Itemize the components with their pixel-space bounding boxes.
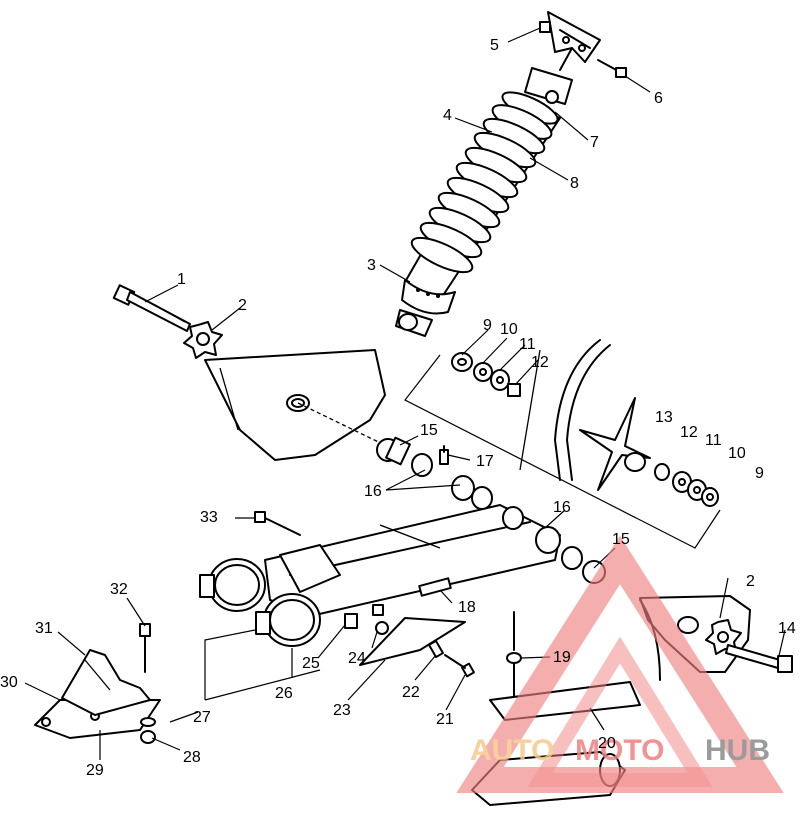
clip-24 bbox=[372, 604, 389, 635]
callout-13: 13 bbox=[655, 409, 673, 426]
callout-15-lower: 15 bbox=[612, 531, 630, 548]
callout-16-left: 16 bbox=[364, 483, 382, 500]
washer-28 bbox=[140, 717, 156, 744]
callout-9-right: 9 bbox=[755, 465, 764, 482]
callout-7: 7 bbox=[590, 134, 599, 151]
bracket-31 bbox=[61, 649, 151, 716]
callout-4: 4 bbox=[443, 107, 452, 124]
bolt-14 bbox=[725, 644, 793, 673]
callout-23: 23 bbox=[333, 702, 351, 719]
star-bracket-13 bbox=[579, 397, 651, 491]
callout-9-left: 9 bbox=[483, 317, 492, 334]
leader-lines bbox=[24, 27, 786, 760]
clamp-26-right bbox=[255, 593, 321, 647]
shock-absorber bbox=[395, 67, 573, 337]
callout-24: 24 bbox=[348, 650, 366, 667]
callout-2-lower: 2 bbox=[746, 573, 755, 590]
washer-stack-left bbox=[451, 352, 521, 397]
mount-bracket-29 bbox=[34, 699, 161, 739]
callout-18: 18 bbox=[458, 599, 476, 616]
callout-22: 22 bbox=[402, 684, 420, 701]
callout-33: 33 bbox=[200, 509, 218, 526]
callout-11-right: 11 bbox=[705, 432, 722, 449]
callout-17: 17 bbox=[476, 453, 494, 470]
callout-28: 28 bbox=[183, 749, 201, 766]
callout-1: 1 bbox=[177, 271, 186, 288]
watermark-word-auto: AUTO bbox=[470, 734, 554, 767]
clamp-26-left bbox=[199, 558, 266, 612]
callout-numbers: 5 6 4 7 8 3 1 2 9 10 11 12 13 12 11 10 9… bbox=[0, 37, 796, 779]
washer-stack-right bbox=[624, 452, 719, 507]
fitting-19 bbox=[506, 611, 522, 701]
callout-3: 3 bbox=[367, 257, 376, 274]
nut-25 bbox=[344, 613, 358, 629]
grease-fitting-17 bbox=[439, 445, 449, 465]
center-bracket bbox=[279, 544, 341, 593]
swing-arm bbox=[264, 436, 606, 616]
bolt-1 bbox=[112, 284, 191, 332]
callout-21: 21 bbox=[436, 711, 454, 728]
upper-mount-bracket bbox=[547, 11, 601, 71]
frame-rail-right bbox=[519, 339, 611, 481]
bolt-6 bbox=[597, 59, 627, 78]
callout-27: 27 bbox=[193, 709, 211, 726]
guard-plate-23 bbox=[359, 617, 466, 666]
callout-2-upper: 2 bbox=[238, 297, 247, 314]
bolt-32 bbox=[139, 623, 151, 673]
coil-spring bbox=[410, 91, 559, 274]
callout-26: 26 bbox=[275, 685, 293, 702]
callout-15-upper: 15 bbox=[420, 422, 438, 439]
callout-19: 19 bbox=[553, 649, 571, 666]
callout-14: 14 bbox=[778, 620, 796, 637]
callout-29: 29 bbox=[86, 762, 104, 779]
watermark-logo: AUTO MOTO HUB bbox=[456, 535, 784, 793]
callout-11-left: 11 bbox=[519, 336, 536, 353]
callout-10-left: 10 bbox=[500, 321, 518, 338]
bolt-21 bbox=[444, 654, 475, 678]
callout-32: 32 bbox=[110, 581, 128, 598]
frame-gusset-plate bbox=[204, 349, 386, 461]
watermark-word-hub: HUB bbox=[705, 734, 770, 767]
bolt-5 bbox=[539, 21, 551, 33]
callout-10-right: 10 bbox=[728, 445, 746, 462]
flange-nut-2-upper bbox=[183, 321, 223, 359]
watermark-word-moto: MOTO bbox=[575, 734, 664, 767]
pin-22 bbox=[428, 639, 444, 659]
callout-30: 30 bbox=[0, 674, 18, 691]
callout-6: 6 bbox=[654, 90, 663, 107]
bolt-33 bbox=[235, 511, 301, 536]
callout-8: 8 bbox=[570, 175, 579, 192]
callout-12-left: 12 bbox=[531, 354, 549, 371]
callout-16-right: 16 bbox=[553, 499, 571, 516]
callout-5: 5 bbox=[490, 37, 499, 54]
callout-12-right: 12 bbox=[680, 424, 698, 441]
callout-25: 25 bbox=[302, 655, 320, 672]
callout-20: 20 bbox=[598, 735, 616, 752]
callout-31: 31 bbox=[35, 620, 53, 637]
